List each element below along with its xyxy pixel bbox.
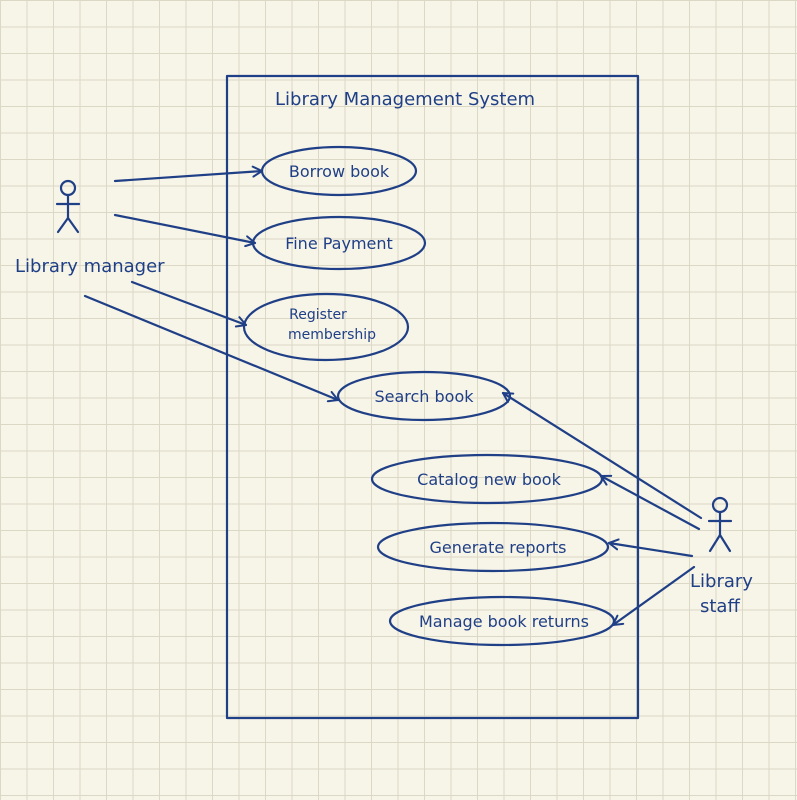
system-boundary: [225, 74, 640, 720]
association-manager-borrow: [113, 165, 264, 183]
actor-label-library-manager: Library manager: [15, 256, 165, 277]
use-case-label-borrow-book: Borrow book: [289, 162, 390, 181]
use-case-catalog-new-book: Catalog new book: [370, 453, 604, 505]
use-case-borrow-book: Borrow book: [260, 145, 418, 197]
actor-library-staff: Library staff: [690, 496, 753, 617]
actor-library-manager: Library manager: [15, 179, 165, 277]
stick-figure-icon: [55, 179, 81, 234]
system-title: Library Management System: [275, 89, 535, 110]
use-case-register-membership: Register membership: [242, 292, 410, 362]
use-case-search-book: Search book: [336, 370, 512, 422]
stick-figure-icon: [707, 496, 733, 553]
use-case-generate-reports: Generate reports: [376, 521, 610, 573]
use-case-label-catalog-new-book: Catalog new book: [417, 470, 561, 489]
use-case-fine-payment: Fine Payment: [251, 215, 427, 271]
association-staff-search: [501, 391, 703, 520]
use-case-label-register-line2: membership: [288, 327, 376, 343]
association-staff-reports: [607, 538, 694, 558]
use-case-label-register-line1: Register: [289, 307, 347, 323]
actor-label-library-staff-line2: staff: [700, 596, 740, 617]
actor-label-library-staff-line1: Library: [690, 571, 753, 592]
association-manager-search: [83, 294, 340, 403]
use-case-label-generate-reports: Generate reports: [429, 538, 566, 557]
association-manager-fine: [113, 213, 257, 248]
use-case-label-manage-book-returns: Manage book returns: [419, 612, 589, 631]
association-staff-catalog: [599, 474, 701, 531]
use-case-label-fine-payment: Fine Payment: [285, 234, 393, 253]
use-case-label-search-book: Search book: [374, 387, 474, 406]
use-case-manage-book-returns: Manage book returns: [388, 595, 616, 647]
association-manager-register: [130, 280, 248, 328]
association-staff-returns: [611, 565, 696, 627]
